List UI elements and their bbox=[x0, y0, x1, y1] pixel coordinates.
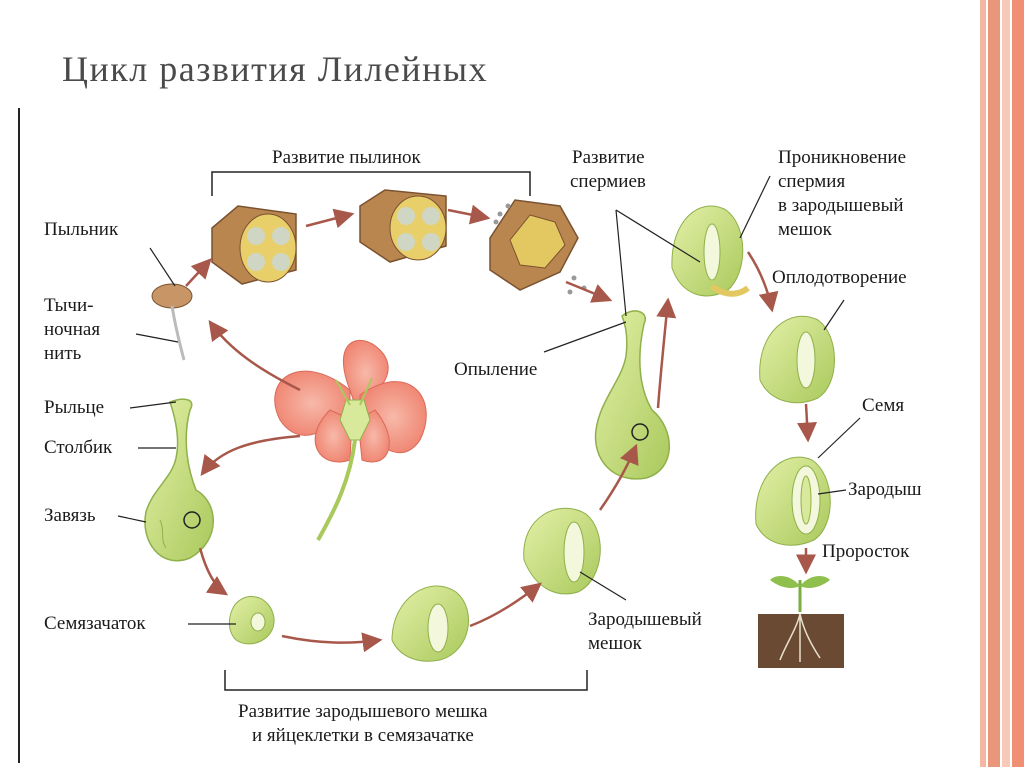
decorative-stripes bbox=[980, 0, 1024, 767]
label-bottom-caption-2: и яйцеклетки в семязачатке bbox=[252, 725, 474, 746]
ovule-small bbox=[228, 596, 275, 645]
label-fertilization: Оплодотворение bbox=[772, 267, 907, 288]
lily-flower bbox=[274, 340, 427, 541]
stripe bbox=[980, 0, 986, 767]
label-penetration-1: Проникновение bbox=[778, 147, 907, 168]
anther-bracket bbox=[211, 171, 531, 196]
label-sperm-development-1: Развитие bbox=[572, 147, 645, 168]
label-penetration-3: в зародышевый bbox=[778, 195, 904, 216]
anther-section-2 bbox=[359, 189, 447, 263]
stamen bbox=[151, 283, 193, 361]
pistil bbox=[144, 398, 214, 562]
label-sperm-development-2: спермиев bbox=[570, 171, 646, 192]
divider-line bbox=[18, 108, 20, 763]
seed bbox=[755, 456, 831, 546]
pollinated-pistil bbox=[594, 310, 671, 480]
slide-title: Цикл развития Лилейных bbox=[62, 49, 489, 89]
label-filament-1: Тычи- bbox=[44, 295, 94, 316]
label-embryo: Зародыш bbox=[848, 479, 922, 500]
label-filament-2: ночная bbox=[44, 319, 101, 340]
label-anther: Пыльник bbox=[44, 219, 119, 240]
label-filament-3: нить bbox=[44, 343, 82, 364]
fertilization-ovule bbox=[759, 315, 835, 404]
label-embryo-sac-2: мешок bbox=[588, 633, 642, 654]
stripe bbox=[1002, 0, 1010, 767]
leader-lines bbox=[117, 175, 861, 625]
ovule-with-embryo-sac bbox=[523, 507, 601, 595]
embryo-sac-bracket bbox=[224, 670, 588, 691]
label-penetration-2: спермия bbox=[778, 171, 846, 192]
label-ovary: Завязь bbox=[44, 505, 96, 526]
label-anther-development: Развитие пылинок bbox=[272, 147, 421, 168]
label-embryo-sac-1: Зародышевый bbox=[588, 609, 702, 630]
label-ovule: Семязачаток bbox=[44, 613, 146, 634]
lily-life-cycle-diagram bbox=[117, 171, 861, 691]
stripe bbox=[1012, 0, 1024, 767]
sperm-penetration bbox=[671, 205, 750, 297]
label-style: Столбик bbox=[44, 437, 113, 458]
label-bottom-caption-1: Развитие зародышевого мешка bbox=[238, 701, 488, 722]
anther-section-open bbox=[489, 199, 587, 295]
label-pollination: Опыление bbox=[454, 359, 538, 380]
label-penetration-4: мешок bbox=[778, 219, 832, 240]
cycle-arrows bbox=[185, 204, 818, 653]
seedling bbox=[758, 576, 844, 668]
label-sprout: Проросток bbox=[822, 541, 910, 562]
stripe bbox=[988, 0, 1000, 767]
label-seed: Семя bbox=[862, 395, 905, 416]
ovule-medium bbox=[391, 585, 469, 662]
anther-section-1 bbox=[211, 205, 297, 285]
label-stigma: Рыльце bbox=[44, 397, 105, 418]
